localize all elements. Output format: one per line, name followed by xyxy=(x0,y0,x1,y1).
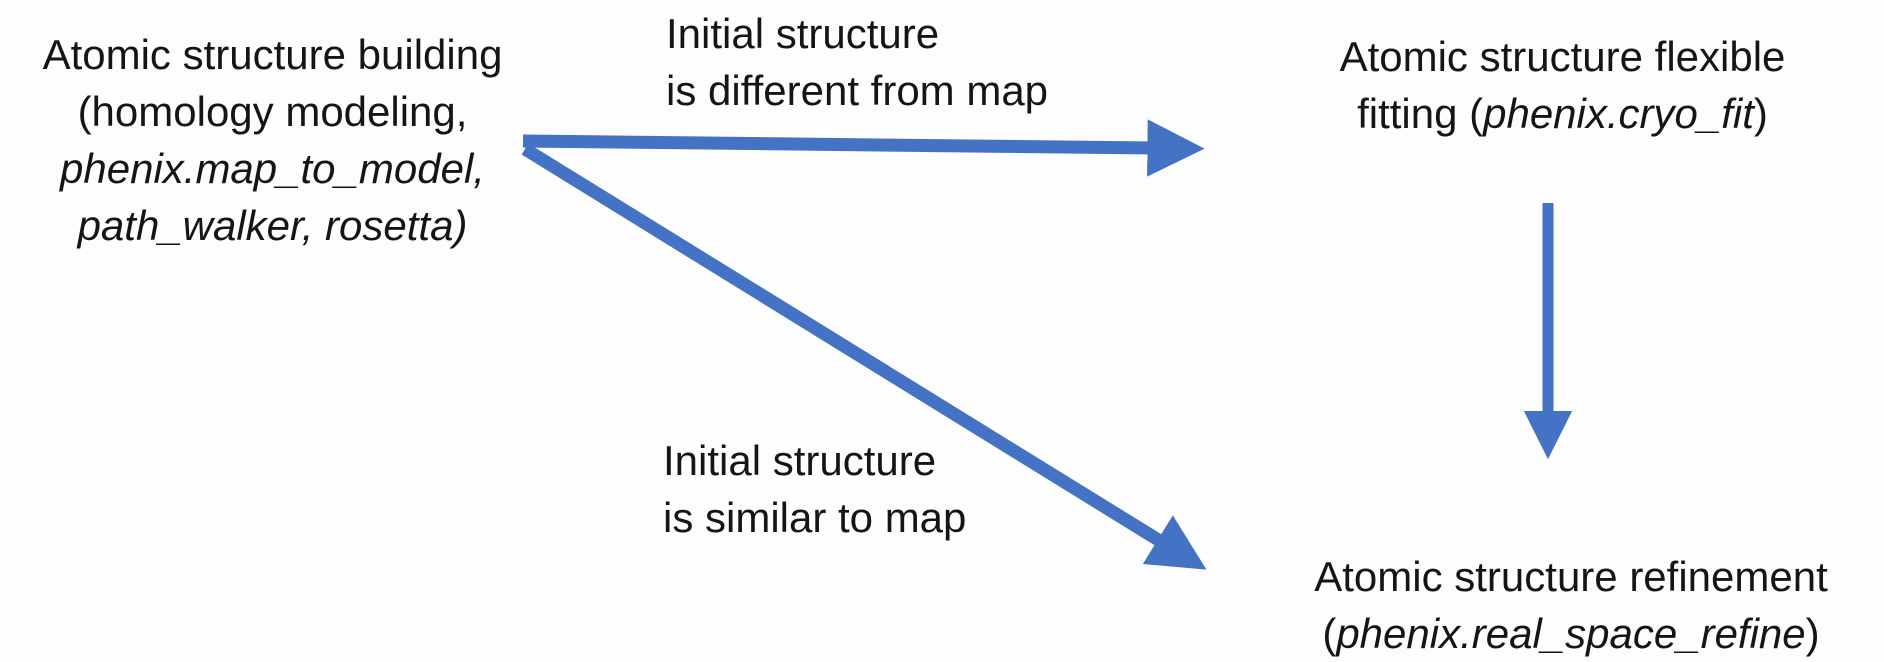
node-refinement-line2: (phenix.real_space_refine) xyxy=(1322,610,1820,657)
node-fitting-line1: Atomic structure flexible xyxy=(1339,33,1786,80)
edge-label-similar: Initial structure is similar to map xyxy=(663,432,966,546)
node-atomic-structure-refinement: Atomic structure refinement (phenix.real… xyxy=(1258,548,1884,662)
edge-label-different: Initial structure is different from map xyxy=(666,5,1048,119)
edge-label-similar-line1: Initial structure xyxy=(663,437,937,484)
node-building-line1: Atomic structure building xyxy=(42,31,503,78)
node-atomic-structure-building: Atomic structure building (homology mode… xyxy=(0,26,545,254)
node-atomic-structure-flexible-fitting: Atomic structure flexible fitting (pheni… xyxy=(1295,28,1830,142)
edge-label-different-line1: Initial structure xyxy=(666,10,940,57)
node-refinement-line1: Atomic structure refinement xyxy=(1314,553,1828,600)
node-fitting-line2: fitting (phenix.cryo_fit) xyxy=(1357,90,1768,137)
arrow-building-to-fitting xyxy=(522,119,1205,177)
phenix-cryo-fit-command: phenix.cryo_fit xyxy=(1483,90,1754,137)
node-building-line4: path_walker, rosetta) xyxy=(77,202,468,249)
node-building-line3: phenix.map_to_model, xyxy=(60,145,485,192)
arrow-building-to-refinement xyxy=(521,143,1207,570)
node-building-line2: (homology modeling, xyxy=(77,88,468,135)
phenix-real-space-refine-command: phenix.real_space_refine xyxy=(1336,610,1806,657)
edge-label-similar-line2: is similar to map xyxy=(663,494,967,541)
edge-label-different-line2: is different from map xyxy=(666,67,1049,114)
